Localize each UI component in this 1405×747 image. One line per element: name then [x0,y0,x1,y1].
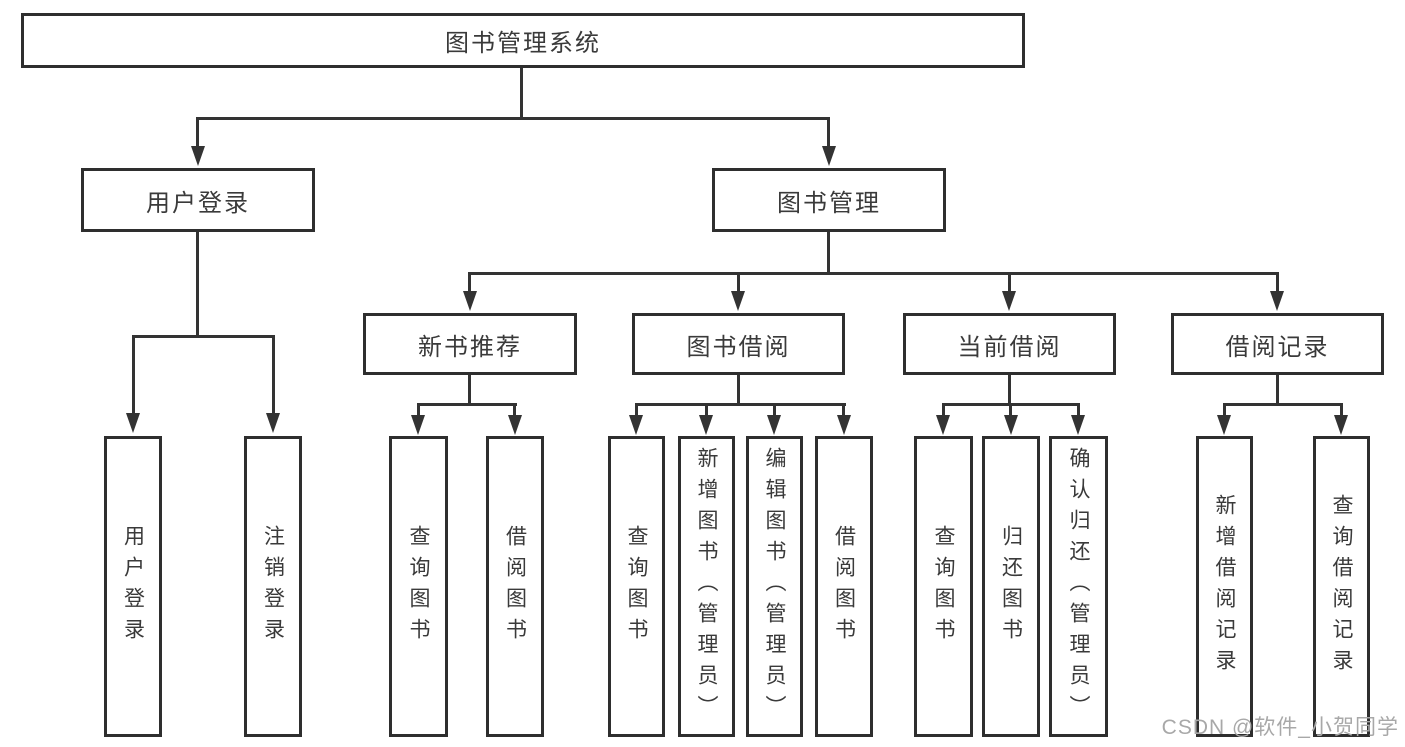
connector-line [827,232,830,274]
arrowhead-down-icon [1002,291,1016,311]
arrowhead-down-icon [837,415,851,435]
leaf-label: 注销登录 [261,524,285,649]
leaf-confirm-return-admin: 确认归还（管理员） [1049,436,1108,737]
connector-line [1276,375,1279,405]
arrowhead-down-icon [463,291,477,311]
csdn-watermark: CSDN @软件_小贺同学 [1161,716,1399,739]
leaf-label: 用户登录 [121,524,145,649]
leaf-label: 查询图书 [932,524,955,649]
arrowhead-down-icon [191,146,205,166]
leaf-label: 新增借阅记录 [1213,493,1236,680]
connector-line [132,335,275,338]
arrowhead-down-icon [1270,291,1284,311]
node-current-borrowing: 当前借阅 [903,313,1116,375]
connector-line [468,272,471,294]
arrowhead-down-icon [731,291,745,311]
node-borrowing-records: 借阅记录 [1171,313,1384,375]
node-book-borrowing: 图书借阅 [632,313,845,375]
connector-line [196,232,199,337]
connector-line [942,403,945,417]
connector-line [737,375,740,405]
leaf-label: 查询借阅记录 [1330,493,1353,680]
arrowhead-down-icon [767,415,781,435]
leaf-borrow-books: 借阅图书 [815,436,873,737]
connector-line [513,403,516,417]
arrowhead-down-icon [936,415,950,435]
arrowhead-down-icon [1217,415,1231,435]
connector-line [1223,403,1343,406]
connector-line [705,403,708,417]
connector-line [468,375,471,405]
leaf-user-login: 用户登录 [104,436,162,737]
connector-line [1008,272,1011,294]
arrowhead-down-icon [1071,415,1085,435]
arrowhead-down-icon [1004,415,1018,435]
leaf-borrow-books: 借阅图书 [486,436,544,737]
connector-line [417,403,420,417]
arrowhead-down-icon [508,415,522,435]
leaf-label: 归还图书 [999,524,1023,649]
leaf-label: 查询图书 [625,524,648,649]
connector-line [1077,403,1080,417]
leaf-label: 查询图书 [407,524,430,649]
leaf-label: 确认归还（管理员） [1067,447,1090,726]
connector-line [635,403,638,417]
leaf-return-books: 归还图书 [982,436,1040,737]
connector-line [1223,403,1226,417]
leaf-label: 新增图书（管理员） [695,447,718,726]
connector-line [196,117,199,148]
connector-line [1008,375,1011,405]
connector-line [132,335,135,415]
leaf-edit-books-admin: 编辑图书（管理员） [746,436,803,737]
arrowhead-down-icon [126,413,140,433]
connector-line [842,403,845,417]
connector-line [417,403,517,406]
connector-line [520,68,523,119]
arrowhead-down-icon [822,146,836,166]
connector-line [468,272,1279,275]
node-new-book-recommendation: 新书推荐 [363,313,577,375]
connector-line [773,403,776,417]
arrowhead-down-icon [266,413,280,433]
node-user-login: 用户登录 [81,168,315,232]
leaf-query-books: 查询图书 [914,436,973,737]
node-library-management-system: 图书管理系统 [21,13,1025,68]
leaf-label: 借阅图书 [832,524,856,649]
arrowhead-down-icon [1334,415,1348,435]
connector-line [1276,272,1279,294]
leaf-query-books: 查询图书 [389,436,448,737]
leaf-add-books-admin: 新增图书（管理员） [678,436,735,737]
node-book-management: 图书管理 [712,168,946,232]
arrowhead-down-icon [411,415,425,435]
connector-line [1340,403,1343,417]
arrowhead-down-icon [629,415,643,435]
arrowhead-down-icon [699,415,713,435]
connector-line [635,403,846,406]
connector-line [827,117,830,148]
leaf-label: 借阅图书 [503,524,527,649]
leaf-query-borrow-record: 查询借阅记录 [1313,436,1370,737]
connector-line [196,117,830,120]
leaf-add-borrow-record: 新增借阅记录 [1196,436,1253,737]
connector-line [737,272,740,294]
leaf-logout: 注销登录 [244,436,302,737]
connector-line [272,335,275,415]
leaf-label: 编辑图书（管理员） [763,447,786,726]
leaf-query-books: 查询图书 [608,436,665,737]
connector-line [1009,403,1012,417]
